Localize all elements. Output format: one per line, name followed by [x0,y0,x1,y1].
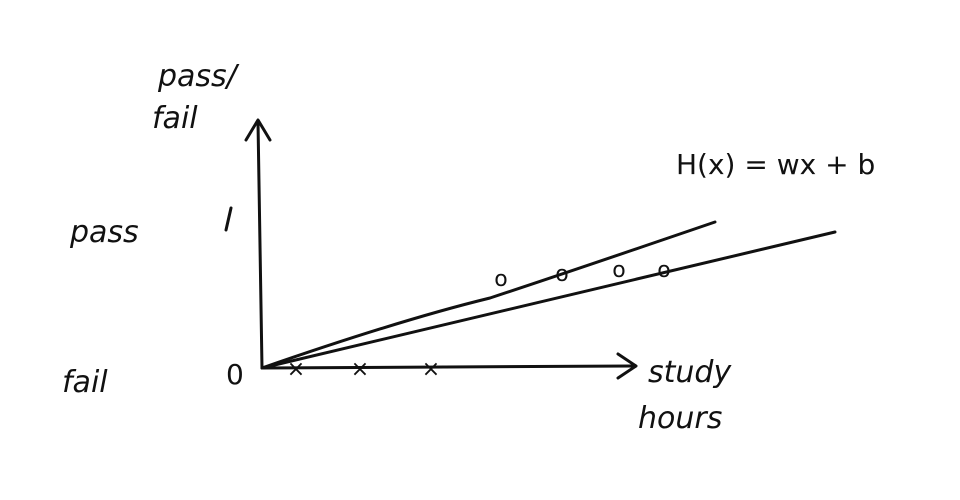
fail-point-marker: × [351,357,369,382]
hypothesis-line-upper [260,220,717,370]
fail-point-marker: × [287,357,305,382]
y-axis [256,120,264,370]
y-axis-title-line2: fail [152,101,198,136]
origin-zero-label: 0 [226,358,244,391]
hypothesis-equation: H(x) = wx + b [676,148,875,181]
x-axis-arrowhead [616,352,638,380]
pass-point-marker: o [657,258,670,283]
fail-label: fail [62,365,108,400]
pass-point-marker: o [555,262,568,287]
x-axis [260,364,634,370]
tick-one-mark [224,206,233,232]
x-axis-title-line2: hours [638,401,722,436]
y-axis-title-line1: pass/ [157,59,240,94]
hypothesis-line-lower [260,230,837,370]
x-axis-title-line1: study [648,355,732,390]
y-axis-arrowhead [244,118,272,142]
pass-label: pass [69,215,139,250]
pass-point-marker: o [494,267,507,292]
fail-point-marker: × [422,357,440,382]
pass-point-marker: o [612,258,625,283]
